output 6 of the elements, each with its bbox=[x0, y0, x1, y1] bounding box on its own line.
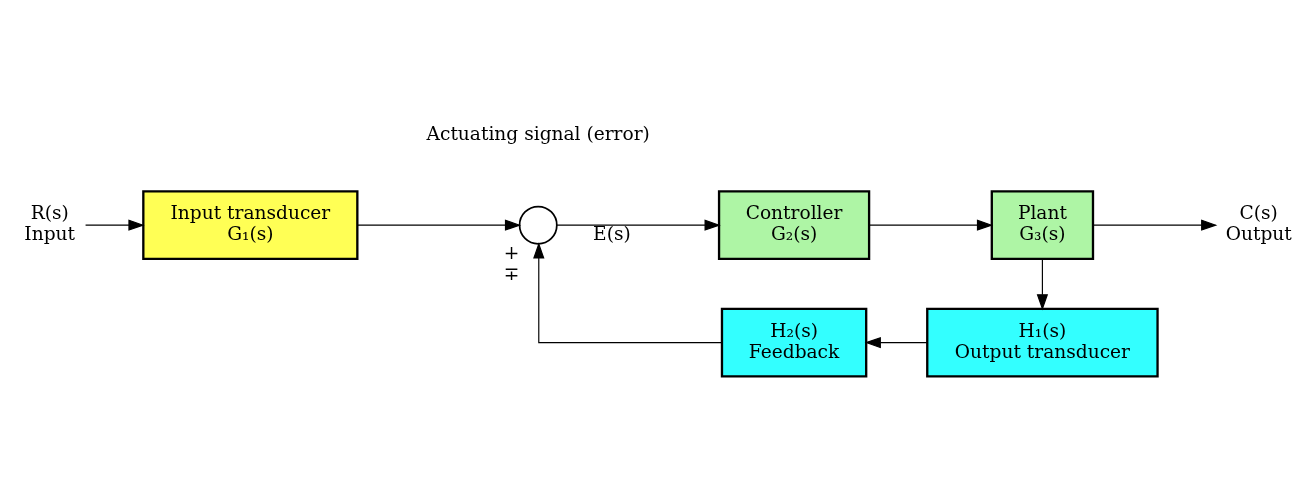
label: Actuating signal (error) bbox=[426, 122, 650, 144]
edge-label: E(s) bbox=[593, 222, 631, 244]
node-label: + bbox=[503, 241, 520, 263]
node-label: ∓ bbox=[503, 262, 520, 284]
node-text: C(s) Output bbox=[1225, 201, 1292, 244]
node-text: R(s) Input bbox=[24, 201, 76, 244]
